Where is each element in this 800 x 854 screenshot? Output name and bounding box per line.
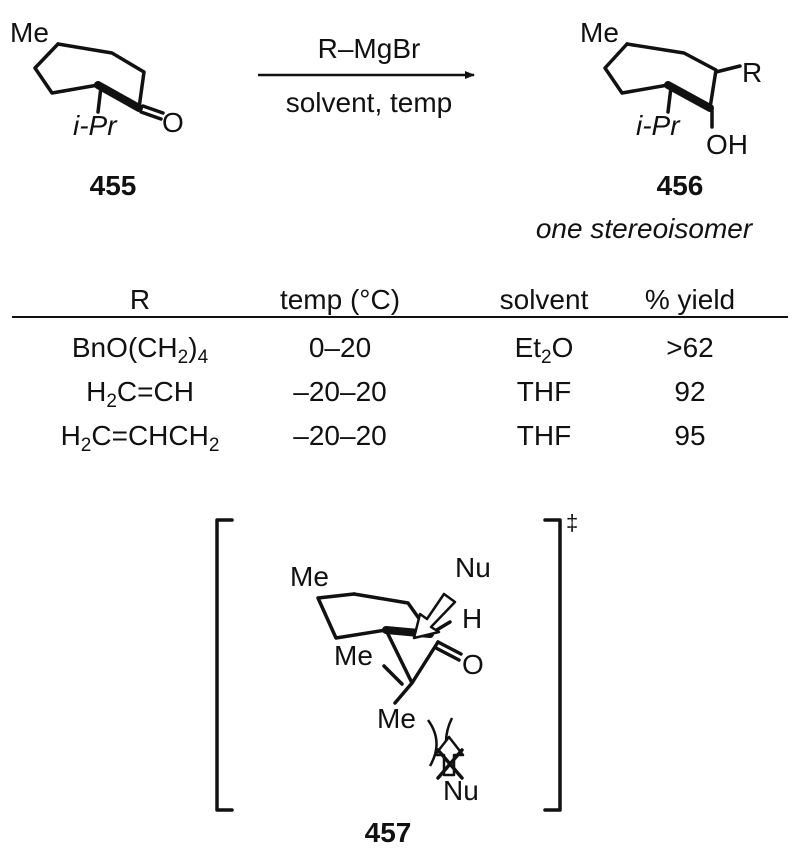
compound-455-structure: Me i-Pr O [10,17,184,141]
hydrogen-label: H [462,603,482,634]
temp-cell: –20–20 [293,420,387,451]
ketone-oxygen-label: O [162,107,184,138]
methyl-label: Me [377,703,416,734]
transition-state-brackets [215,518,562,812]
methyl-label: Me [10,17,49,48]
header-yield: % yield [644,284,736,315]
compound-456-number: 456 [657,170,704,201]
r-group-cell: H2C=CH [86,376,194,412]
temp-cell: –20–20 [293,376,387,407]
r-group-label: R [742,57,762,88]
header-solvent: solvent [499,284,589,315]
table-row: H2C=CH –20–20 THF 92 [12,372,788,416]
table-header-row: R temp (°C) solvent % yield [12,280,788,318]
nucleophile-top-label: Nu [455,552,491,583]
compound-457-number: 457 [365,817,412,848]
table-row: H2C=CHCH2 –20–20 THF 95 [12,416,788,460]
header-r: R [129,284,151,315]
compound-455-number: 455 [90,170,137,201]
compound-456-structure: Me i-Pr R OH [580,17,762,160]
yield-cell: 95 [674,420,706,451]
temp-cell: 0–20 [308,332,372,363]
results-table: R temp (°C) solvent % yield BnO(CH2)4 0–… [12,280,788,460]
methyl-label: Me [334,640,373,671]
solvent-cell: Et2O [514,332,574,368]
hydroxyl-label: OH [706,129,748,160]
methyl-label: Me [290,561,329,592]
reagent-label: R–MgBr [318,33,421,64]
solvent-cell: THF [516,420,572,451]
r-group-cell: H2C=CHCH2 [60,420,220,456]
yield-cell: 92 [674,376,706,407]
isopropyl-label: i-Pr [73,110,118,141]
conditions-label: solvent, temp [286,87,453,118]
dagger-symbol: ‡ [566,510,578,535]
transition-state-457-structure: Me Me Me H O Nu Nu [290,552,491,806]
solvent-cell: THF [516,376,572,407]
nucleophile-bottom-label: Nu [443,775,479,806]
methyl-label: Me [580,17,619,48]
header-temp: temp (°C) [279,284,401,315]
stereoisomer-note: one stereoisomer [536,213,754,244]
isopropyl-label: i-Pr [636,110,681,141]
table-row: BnO(CH2)4 0–20 Et2O >62 [12,328,788,372]
carbonyl-oxygen-label: O [462,649,484,680]
yield-cell: >62 [666,332,714,363]
r-group-cell: BnO(CH2)4 [71,332,209,368]
